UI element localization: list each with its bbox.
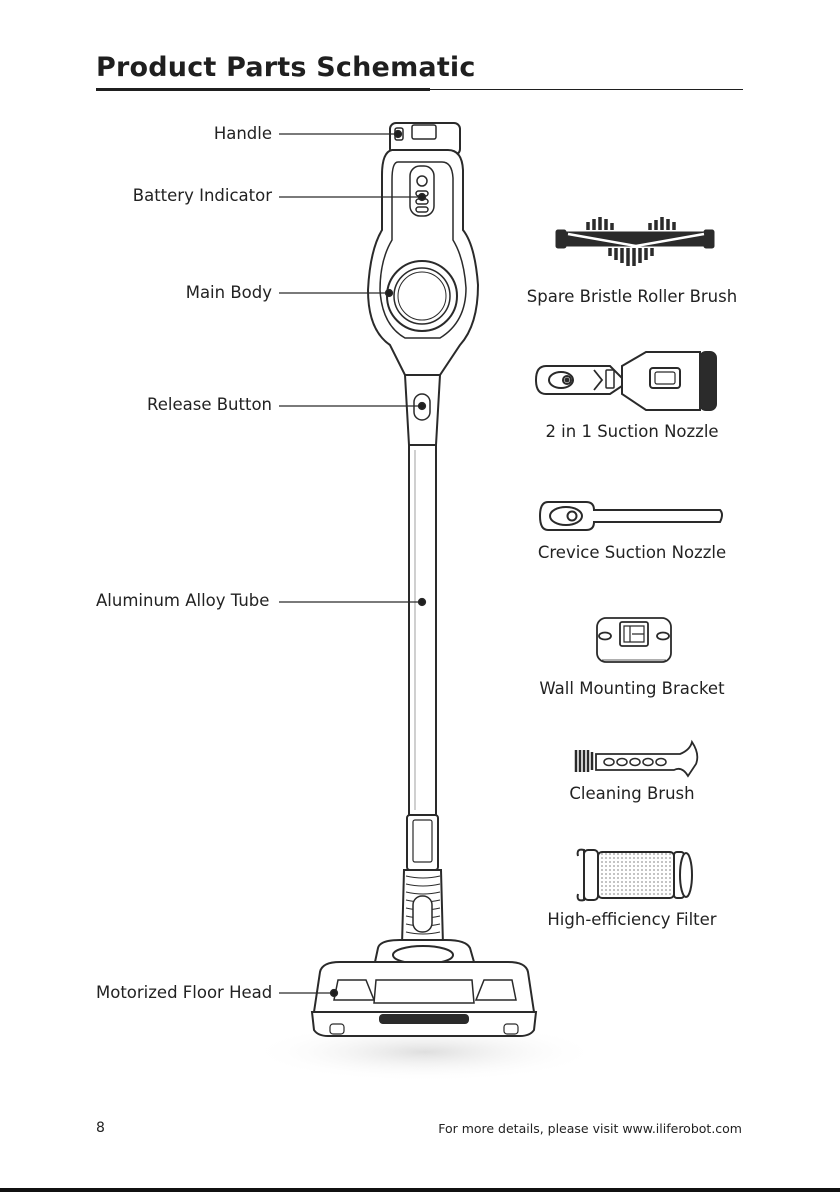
battery-indicator-panel	[410, 166, 434, 216]
label-filter: High-efficiency Filter	[502, 910, 762, 930]
footer-website-note: For more details, please visit www.ilife…	[438, 1121, 742, 1136]
page-bottom-border	[0, 1188, 840, 1192]
two-in-one-nozzle-illustration	[536, 352, 716, 410]
motorized-floor-head	[312, 940, 536, 1036]
callout-main-body: Main Body	[186, 283, 272, 303]
wall-bracket-illustration	[597, 618, 671, 662]
floor-head-neck	[402, 815, 443, 945]
callout-release-button: Release Button	[147, 395, 272, 415]
callout-handle: Handle	[214, 124, 272, 144]
label-two-in-one-nozzle: 2 in 1 Suction Nozzle	[502, 422, 762, 442]
label-roller-brush: Spare Bristle Roller Brush	[502, 287, 762, 307]
cleaning-brush-illustration	[576, 742, 697, 776]
roller-brush-illustration	[556, 217, 714, 266]
aluminum-tube	[409, 445, 436, 815]
label-crevice-nozzle: Crevice Suction Nozzle	[502, 543, 762, 563]
label-wall-bracket: Wall Mounting Bracket	[502, 679, 762, 699]
callout-aluminum-tube: Aluminum Alloy Tube	[96, 591, 269, 611]
page-number: 8	[96, 1120, 105, 1136]
label-cleaning-brush: Cleaning Brush	[502, 784, 762, 804]
callout-battery-indicator: Battery Indicator	[133, 186, 272, 206]
crevice-nozzle-illustration	[540, 502, 722, 530]
callout-floor-head: Motorized Floor Head	[96, 983, 272, 1003]
filter-illustration	[578, 850, 692, 901]
